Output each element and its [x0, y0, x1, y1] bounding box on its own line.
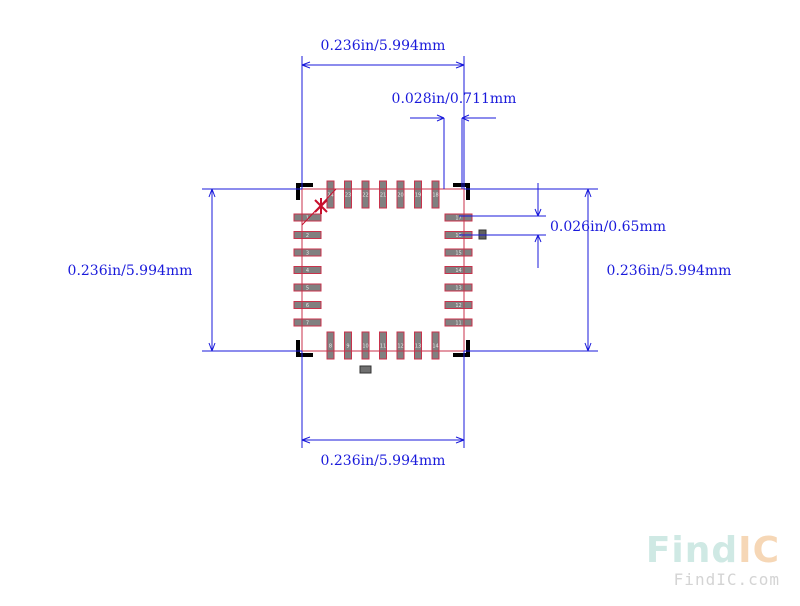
marker-square-bottom — [359, 365, 372, 374]
pad-label: 19 — [415, 193, 421, 199]
pad-label: 12 — [455, 303, 461, 309]
pad-left-4: 4 — [293, 266, 322, 274]
pad-label: 17 — [455, 216, 461, 222]
pad-label: 3 — [306, 251, 309, 257]
pad-top-5: 20 — [396, 180, 405, 209]
pad-left-1: 1 — [293, 213, 322, 222]
pad-label: 21 — [380, 193, 386, 199]
pad-label: 9 — [346, 344, 349, 350]
pad-right-1: 17 — [444, 213, 473, 222]
pad-bottom-6: 13 — [414, 331, 422, 360]
watermark-brand-part2: IC — [738, 530, 780, 571]
pad-left-7: 7 — [293, 318, 322, 327]
pad-left-5: 5 — [293, 283, 322, 292]
pad-label: 15 — [455, 251, 461, 257]
pad-label: 22 — [362, 193, 368, 199]
pad-left-2: 2 — [293, 231, 322, 239]
corner-mark-top-left — [296, 183, 313, 200]
pad-right-5: 13 — [444, 283, 473, 292]
pad-bottom-4: 11 — [379, 331, 387, 360]
pad-bottom-5: 12 — [396, 331, 405, 360]
pad-label: 14 — [455, 268, 461, 274]
pad-left-3: 3 — [293, 248, 322, 257]
watermark-brand-part1: Find — [645, 530, 739, 571]
pad-right-6: 12 — [444, 301, 473, 309]
dim-pad-width-label: 0.028in/0.711mm — [392, 91, 517, 107]
dim-left-height-label: 0.236in/5.994mm — [68, 263, 193, 279]
pad-label: 13 — [415, 344, 421, 350]
pad-right-3: 15 — [444, 248, 473, 257]
pad-label: 16 — [455, 233, 461, 239]
pad-label: 5 — [306, 286, 309, 292]
pad-bottom-2: 9 — [344, 331, 352, 360]
dim-bottom-width-label: 0.236in/5.994mm — [321, 453, 446, 469]
corner-mark-top-right — [453, 183, 470, 200]
package-outline — [301, 188, 465, 352]
pad-label: 11 — [380, 344, 386, 350]
pad-label: 7 — [306, 321, 309, 327]
pad-label: 18 — [432, 193, 438, 199]
pin1-marker — [301, 188, 337, 226]
pad-top-6: 19 — [414, 180, 422, 209]
pad-top-4: 21 — [379, 180, 387, 209]
pad-label: 12 — [397, 344, 403, 350]
pad-bottom-1: 8 — [326, 331, 335, 360]
dim-pitch-label: 0.026in/0.65mm — [550, 219, 666, 235]
pad-top-2: 23 — [344, 180, 352, 209]
pad-top-7: 18 — [431, 180, 440, 209]
pad-label: 6 — [306, 303, 309, 309]
pad-left-6: 6 — [293, 301, 322, 309]
pads-group: 2423222120191889101112131412345671716151… — [293, 180, 473, 360]
dimension-lines — [202, 56, 598, 448]
watermark-logo: FindIC — [646, 530, 780, 571]
dim-right-height-label: 0.236in/5.994mm — [607, 263, 732, 279]
pad-label: 14 — [432, 344, 438, 350]
pad-bottom-3: 10 — [361, 331, 370, 360]
pad-label: 2 — [306, 233, 309, 239]
pad-label: 13 — [455, 286, 461, 292]
corner-mark-bottom-left — [296, 340, 313, 357]
pad-label: 23 — [345, 193, 351, 199]
pad-label: 8 — [329, 344, 332, 350]
pad-label: 11 — [455, 321, 461, 327]
pad-right-4: 14 — [444, 266, 473, 274]
dim-top-width-label: 0.236in/5.994mm — [321, 38, 446, 54]
pad-label: 20 — [397, 193, 403, 199]
pad-bottom-7: 14 — [431, 331, 440, 360]
corner-mark-bottom-right — [453, 340, 470, 357]
pad-right-7: 11 — [444, 318, 473, 327]
pad-top-3: 22 — [361, 180, 370, 209]
pad-label: 10 — [362, 344, 368, 350]
pad-label: 4 — [306, 268, 309, 274]
corner-marks — [296, 183, 470, 357]
watermark-url: FindIC.com — [673, 570, 780, 589]
